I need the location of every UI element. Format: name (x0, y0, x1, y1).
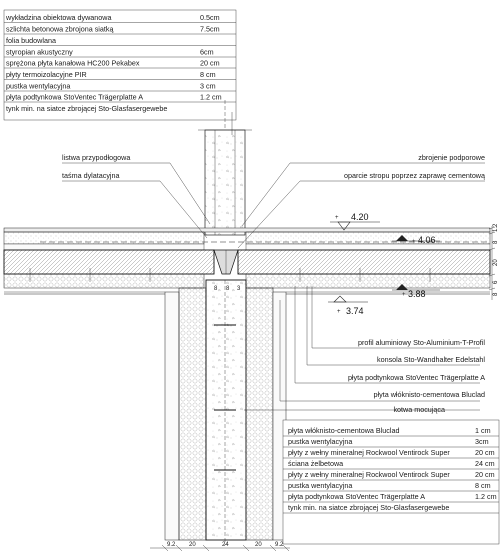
upper-wall (198, 100, 252, 236)
top-layer-name: folia budowlana (6, 36, 56, 45)
top-layer-value: 8 cm (200, 70, 216, 79)
dim-label: 8 (493, 240, 499, 244)
bottom-layer-name: płyta podtynkowa StoVentec Trägerplatte … (288, 492, 425, 501)
dim-label: 20 (493, 259, 499, 266)
bottom-layer-name: płyta włóknisto-cementowa Bluclad (288, 426, 399, 435)
dim-label: 20 (255, 542, 262, 548)
dim-label: 6 (493, 280, 499, 284)
top-layer-name: płyty termoizolacyjne PIR (6, 70, 87, 79)
level-marker-3-74: + 3.74 (328, 295, 368, 316)
floor-slab (3, 227, 491, 295)
bottom-layer-name: płyty z wełny mineralnej Rockwool Ventir… (288, 448, 450, 457)
top-layer-value: 20 cm (200, 59, 220, 68)
callout-kotwa: kotwa mocująca (393, 405, 445, 414)
svg-text:+: + (337, 309, 341, 315)
dim-label: 8 (226, 286, 230, 292)
level-marker-4-20: + 4.20 (330, 212, 380, 231)
lower-wall (164, 279, 287, 545)
bottom-layer-value: 24 cm (475, 459, 495, 468)
bottom-layer-value: 8 cm (475, 481, 491, 490)
callout-leaders (62, 162, 485, 411)
dim-label: 24 (222, 542, 229, 548)
top-layer-value: 1.2 cm (200, 93, 222, 102)
bottom-layer-value: 1.2 cm (475, 492, 497, 501)
bottom-layer-name: tynk min. na siatce zbrojącej Sto-Glasfa… (288, 503, 449, 512)
dim-label: 9.2 (275, 542, 284, 548)
level-marker-4-06: + 4.06 (392, 235, 440, 245)
level-label: 3.88 (408, 289, 426, 299)
bottom-dimension-chain: 9.2 20 24 20 9.2 (150, 542, 290, 552)
top-layer-value: 7.5cm (200, 25, 220, 34)
top-layer-name: sprężona płyta kanałowa HC200 Pekabex (6, 59, 140, 68)
callout-listwa: listwa przypodłogowa (62, 153, 130, 162)
top-layer-value: 0.5cm (200, 13, 220, 22)
dim-label: 9.2 (167, 542, 176, 548)
top-layer-name: wykładzina obiektowa dywanowa (5, 13, 111, 22)
svg-text:+: + (402, 292, 406, 298)
top-layer-name: szlichta betonowa zbrojona siatką (6, 25, 113, 34)
bottom-layer-value: 1 cm (475, 426, 491, 435)
callout-tasma: taśma dylatacyjna (62, 171, 120, 180)
top-layer-name: styropian akustyczny (6, 48, 73, 57)
bottom-layer-name: pustka wentylacyjna (288, 481, 352, 490)
level-marker-3-88: + 3.88 (392, 284, 440, 299)
top-layers-table: wykładzina obiektowa dywanowa 0.5cm szli… (3, 9, 237, 121)
right-dimension-chain: 1.2 8 20 6 8 (488, 223, 499, 300)
dim-label: 1.2 (493, 223, 499, 232)
svg-text:+: + (412, 239, 416, 245)
dim-label: 8 (214, 286, 218, 292)
top-layer-value: 6cm (200, 48, 214, 57)
callout-plyta-wloknisto: płyta włóknisto-cementowa Bluclad (374, 390, 485, 399)
bottom-layer-name: ściana żelbetowa (288, 459, 343, 468)
callout-zbrojenie: zbrojenie podporowe (418, 153, 485, 162)
bottom-layer-name: pustka wentylacyjna (288, 437, 352, 446)
top-layer-name: płyta podtynkowa StoVentec Trägerplatte … (6, 93, 143, 102)
dim-label: 20 (189, 542, 196, 548)
callout-profil: profil aluminiowy Sto-Aluminium-T-Profil (358, 338, 485, 347)
level-label: 4.06 (418, 235, 436, 245)
callout-plyta-podtynkowa: płyta podtynkowa StoVentec Trägerplatte … (348, 373, 485, 382)
top-layer-name: pustka wentylacyjna (6, 82, 70, 91)
bottom-layer-value: 20 cm (475, 448, 495, 457)
top-layer-name: tynk min. na siatce zbrojącej Sto-Glasfa… (6, 104, 167, 113)
level-label: 4.20 (351, 212, 369, 222)
bottom-layers-table: płyta włóknisto-cementowa Bluclad 1 cm p… (282, 419, 500, 545)
level-label: 3.74 (346, 306, 364, 316)
top-layer-value: 3 cm (200, 82, 216, 91)
dim-label: 8 (493, 292, 499, 296)
bottom-layer-value: 20 cm (475, 470, 495, 479)
callout-oparcie: oparcie stropu poprzez zaprawę cementową (344, 171, 485, 180)
bottom-layer-name: płyty z wełny mineralnej Rockwool Ventir… (288, 470, 450, 479)
svg-text:+: + (335, 215, 339, 221)
callout-konsola: konsola Sto-Wandhalter Edelstahl (377, 355, 485, 364)
bottom-layer-value: 3cm (475, 437, 489, 446)
dim-label: 3 (237, 286, 241, 292)
